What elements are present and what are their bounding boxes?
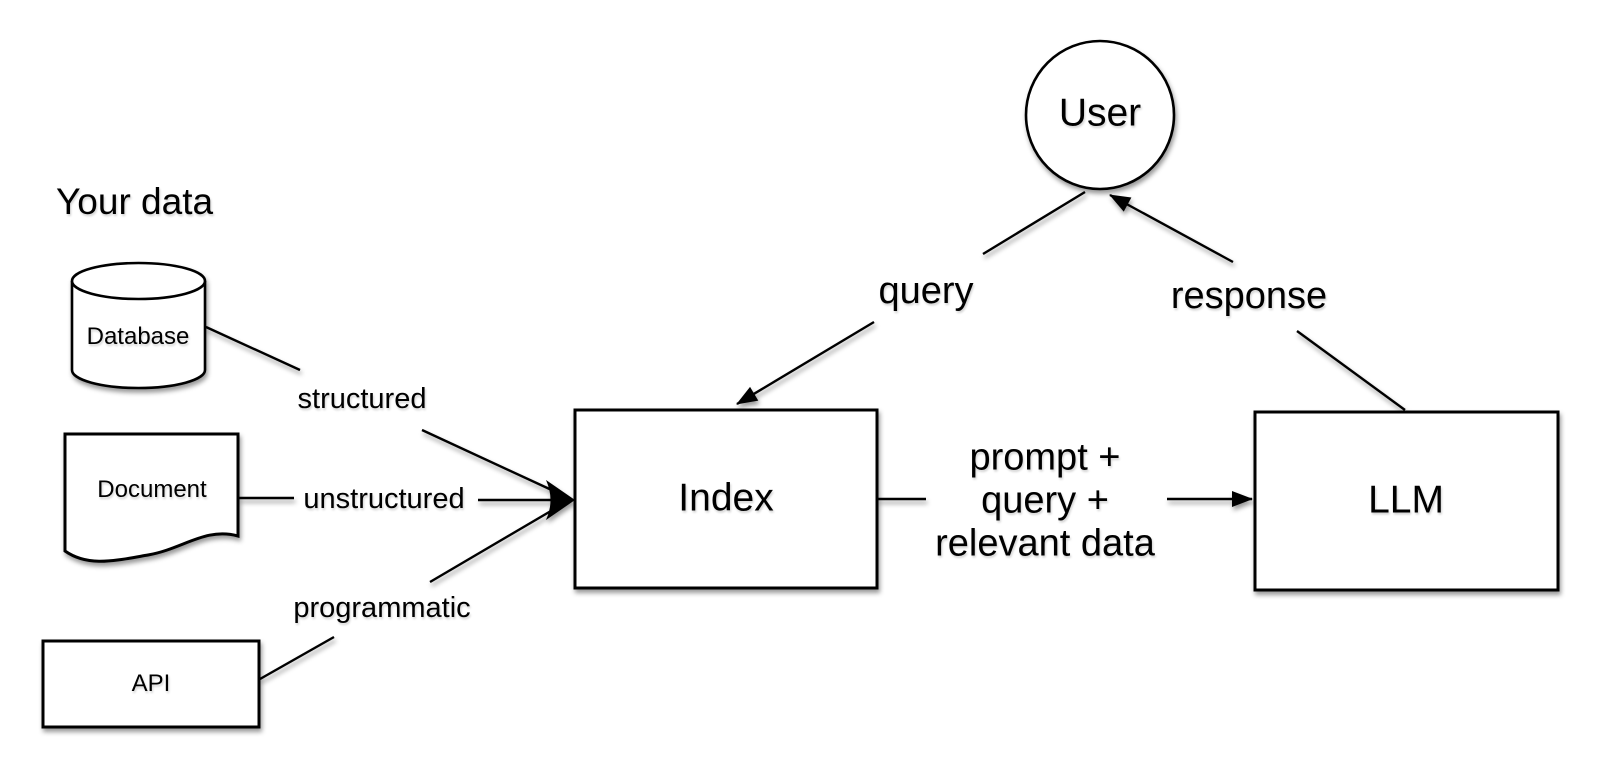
edge-llm-response <box>1296 330 1406 411</box>
user-shape <box>1024 39 1176 191</box>
api-label: API <box>131 669 171 697</box>
prompt-query-data-edge-label: prompt + query + relevant data <box>935 436 1155 565</box>
index-input-arrowhead-icon <box>546 480 575 520</box>
api-shape <box>41 639 261 729</box>
edge-programmatic-index <box>429 506 557 584</box>
structured-edge-label: structured <box>297 383 427 416</box>
document-label: Document <box>97 475 207 503</box>
your-data-title: Your data <box>56 181 214 222</box>
query-edge-label: query <box>878 270 974 313</box>
database-label: Database <box>86 322 190 350</box>
edge-api-programmatic <box>259 635 335 681</box>
index-label: Index <box>678 476 774 520</box>
edge-response-user-arrow <box>1109 193 1234 264</box>
edge-query-index-arrow <box>736 320 875 406</box>
index-shape <box>573 408 879 590</box>
edge-user-query <box>982 190 1086 256</box>
user-label: User <box>1058 91 1142 135</box>
document-shape <box>63 432 240 563</box>
edge-database-structured <box>205 325 301 372</box>
llm-label: LLM <box>1368 478 1444 522</box>
programmatic-edge-label: programmatic <box>293 592 471 625</box>
unstructured-edge-label: unstructured <box>303 483 465 516</box>
response-edge-label: response <box>1170 275 1328 318</box>
edge-structured-index <box>421 428 557 494</box>
llm-shape <box>1253 410 1560 592</box>
database-shape <box>70 261 207 390</box>
